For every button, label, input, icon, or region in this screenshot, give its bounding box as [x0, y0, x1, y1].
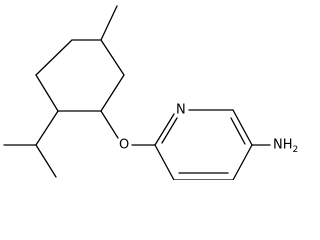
isopropyl-group — [3, 110, 59, 178]
isopropyl-bond-methyl-b — [35, 144, 57, 178]
pyridine-bond-c3-c2 — [154, 144, 175, 180]
bond-c6-c1 — [35, 39, 73, 76]
molecule-structure: O N NH2 — [3, 5, 298, 180]
amine-label: NH2 — [273, 138, 298, 155]
pyridine-double-c2-n1 — [161, 117, 178, 144]
pyridine-bond-c6-c5 — [232, 109, 253, 146]
pyridine-bond-c5-c4 — [232, 144, 253, 180]
oxygen-label: O — [119, 138, 129, 153]
bond-c3-c4 — [100, 74, 125, 112]
bond-c5-c6 — [35, 74, 59, 112]
pyridine-ring — [154, 109, 253, 180]
ring-nitrogen-label: N — [176, 103, 186, 118]
bond-c2-c3 — [100, 39, 125, 76]
pyridine-double-c6-c5 — [230, 117, 246, 145]
pyridine-bond-c2-n1 — [154, 113, 175, 146]
isopropyl-bond-ring — [35, 110, 59, 146]
ether-bond-ring — [100, 110, 119, 139]
cyclohexane-ring — [35, 39, 125, 112]
methyl-bond — [100, 5, 118, 41]
